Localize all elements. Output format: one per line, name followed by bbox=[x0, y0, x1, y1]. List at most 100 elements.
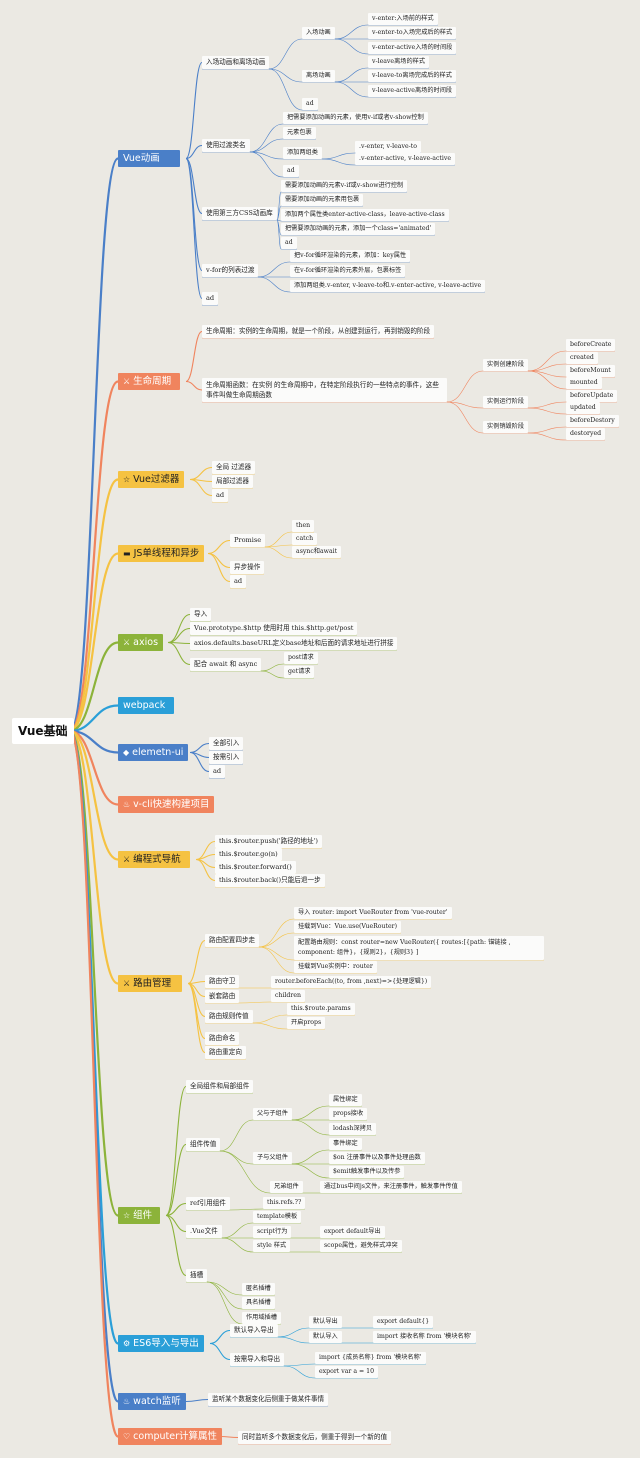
branch-webpack[interactable]: webpack bbox=[118, 697, 174, 714]
item-v-for-key[interactable]: 把v-for循环渲染的元素，添加：key属性 bbox=[290, 250, 411, 262]
topic-ad[interactable]: ad bbox=[202, 292, 219, 305]
item-item[interactable]: 添加两组类 bbox=[283, 147, 322, 159]
item-props[interactable]: props接收 bbox=[329, 1108, 368, 1120]
item-class-animated[interactable]: 把需要添加动画的元素，添加一个class='animated' bbox=[281, 223, 436, 235]
topic-item[interactable]: 全局组件和局部组件 bbox=[186, 1080, 254, 1093]
item-router-import-vuerouter-from-vue-router[interactable]: 导入 router: import VueRouter from 'vue-ro… bbox=[294, 907, 452, 919]
item-item[interactable]: 元素包裹 bbox=[283, 127, 316, 139]
branch-item[interactable]: ⚔编程式导航 bbox=[118, 851, 190, 868]
item-v-if-v-show[interactable]: 需要添加动画的元素v-if或v-show进行控制 bbox=[281, 180, 408, 192]
topic-vue[interactable]: .Vue文件 bbox=[186, 1225, 222, 1238]
item-beforedestory[interactable]: beforeDestory bbox=[566, 415, 619, 427]
item-script[interactable]: script行为 bbox=[253, 1226, 292, 1238]
branch-es6[interactable]: ⚙ES6导入与导出 bbox=[118, 1335, 204, 1352]
item-async-await[interactable]: async和await bbox=[292, 546, 342, 558]
item-bus-js[interactable]: 通过bus中间js文件，来注册事件，触发事件传值 bbox=[320, 1181, 462, 1193]
item-v-enter-v-leave-to[interactable]: .v-enter, v-leave-to bbox=[355, 141, 421, 153]
item-item[interactable]: 入场动画 bbox=[302, 27, 335, 39]
item-item[interactable]: 需要添加动画的元素用包裹 bbox=[281, 194, 364, 206]
item-import-from[interactable]: import {成员名称} from '模块名称' bbox=[315, 1352, 426, 1364]
item-ad[interactable]: ad bbox=[302, 98, 318, 110]
item-enter-active-class-leave-active-class[interactable]: 添加两个属性类enter-active-class，leave-active-c… bbox=[281, 209, 449, 221]
item-item[interactable]: 子与父组件 bbox=[253, 1152, 292, 1164]
item-on[interactable]: $on 注册事件以及事件处理函数 bbox=[329, 1152, 425, 1164]
item-item[interactable]: 离场动画 bbox=[302, 70, 335, 82]
topic-item[interactable]: 同时监听多个数据变化后，侧重于得到一个新的值 bbox=[238, 1431, 392, 1444]
item-beforeupdate[interactable]: beforeUpdate bbox=[566, 390, 618, 402]
root-node[interactable]: Vue基础 bbox=[12, 718, 74, 744]
item-item[interactable]: 实例运行阶段 bbox=[483, 396, 529, 408]
item-v-enter-v-leave-to-v-enter-active-v-leave-active[interactable]: 添加两组类.v-enter, v-leave-to和.v-enter-activ… bbox=[290, 280, 486, 292]
topic-item[interactable]: 监听某个数据变化后侧重于做某件事情 bbox=[208, 1393, 329, 1406]
item-vue-router[interactable]: 挂载到Vue实例中：router bbox=[294, 961, 377, 973]
topic-item[interactable]: 入场动画和离场动画 bbox=[202, 56, 270, 69]
item-export-default[interactable]: export default导出 bbox=[320, 1226, 385, 1238]
branch-v-cli[interactable]: ♨v-cli快速构建项目 bbox=[118, 796, 215, 813]
item-v-enter[interactable]: v-enter:入场前的样式 bbox=[368, 13, 438, 25]
topic-this-router-back[interactable]: this.$router.back()只能后退一步 bbox=[215, 874, 325, 887]
item-v-enter-active[interactable]: v-enter-active入场的时间段 bbox=[368, 42, 457, 54]
item-v-enter-active-v-leave-active[interactable]: .v-enter-active, v-leave-active bbox=[355, 153, 456, 165]
item-lodash[interactable]: lodash深拷贝 bbox=[329, 1123, 377, 1135]
item-this-route-params[interactable]: this.$route.params bbox=[287, 1003, 355, 1015]
branch-item[interactable]: ☆组件 bbox=[118, 1207, 160, 1224]
topic-item[interactable]: 导入 bbox=[190, 608, 212, 621]
topic-item[interactable]: 默认导入导出 bbox=[230, 1324, 278, 1337]
topic-item[interactable]: 生命周期函数：在实例 的生命周期中，在特定阶段执行的一些特点的事件，这些事件叫做… bbox=[202, 378, 447, 402]
topic-item[interactable]: 路由重定向 bbox=[205, 1046, 246, 1059]
item-post[interactable]: post请求 bbox=[284, 652, 318, 664]
topic-this-router-push[interactable]: this.$router.push('路径的地址') bbox=[215, 835, 322, 848]
item-v-for[interactable]: 在v-for循环渲染的元素外层，包裹标签 bbox=[290, 265, 406, 277]
item-item[interactable]: 具名插槽 bbox=[242, 1297, 275, 1309]
item-beforemount[interactable]: beforeMount bbox=[566, 365, 615, 377]
item-v-leave[interactable]: v-leave离场的样式 bbox=[368, 56, 430, 68]
item-style[interactable]: style 样式 bbox=[253, 1240, 291, 1252]
topic-item[interactable]: 路由守卫 bbox=[205, 975, 240, 988]
item-item[interactable]: 实例销毁阶段 bbox=[483, 421, 529, 433]
branch-watch[interactable]: ♨watch监听 bbox=[118, 1393, 186, 1410]
topic-ad[interactable]: ad bbox=[230, 575, 247, 588]
item-item[interactable]: 父与子组件 bbox=[253, 1108, 292, 1120]
item-v-if-v-show[interactable]: 把需要添加动画的元素，使用v-if或者v-show控制 bbox=[283, 112, 428, 124]
topic-item[interactable]: 使用过渡类名 bbox=[202, 139, 250, 152]
item-router-beforeeach-to-from-next[interactable]: router.beforeEach((to, from ,next)=>{处理逻… bbox=[271, 976, 432, 988]
topic-item[interactable]: 异步操作 bbox=[230, 561, 265, 574]
item-children[interactable]: children bbox=[271, 990, 305, 1002]
item-then[interactable]: then bbox=[292, 520, 315, 532]
item-props[interactable]: 开启props bbox=[287, 1017, 326, 1029]
item-catch[interactable]: catch bbox=[292, 533, 318, 545]
topic-item[interactable]: 路由命名 bbox=[205, 1032, 240, 1045]
topic-item[interactable]: 全部引入 bbox=[209, 737, 244, 750]
branch-item[interactable]: ⚔生命周期 bbox=[118, 373, 180, 390]
item-export-var-a-10[interactable]: export var a = 10 bbox=[315, 1366, 379, 1378]
topic-axios-defaults-baseurl-base[interactable]: axios.defaults.baseURL定义base地址和后面的请求地址进行… bbox=[190, 637, 398, 650]
item-v-leave-active[interactable]: v-leave-active离场的时间段 bbox=[368, 85, 457, 97]
item-item[interactable]: 默认导出 bbox=[309, 1316, 342, 1328]
item-ad[interactable]: ad bbox=[283, 165, 299, 177]
item-mounted[interactable]: mounted bbox=[566, 377, 602, 389]
topic-this-router-forward[interactable]: this.$router.forward() bbox=[215, 861, 296, 874]
branch-vue[interactable]: ☆Vue过滤器 bbox=[118, 471, 185, 488]
item-vue-vue-use-vuerouter[interactable]: 挂载到Vue：Vue.use(VueRouter) bbox=[294, 921, 401, 933]
topic-promise[interactable]: Promise bbox=[230, 534, 266, 547]
item-updated[interactable]: updated bbox=[566, 402, 600, 414]
topic-await-async[interactable]: 配合 await 和 async bbox=[190, 658, 262, 671]
topic-v-for[interactable]: v-for的列表过渡 bbox=[202, 264, 259, 277]
item-this-refs[interactable]: this.refs.?? bbox=[263, 1197, 306, 1209]
topic-item[interactable]: 局部过滤器 bbox=[212, 475, 253, 488]
item-item[interactable]: 匿名插槽 bbox=[242, 1283, 275, 1295]
topic-item[interactable]: 路由配置四步走 bbox=[205, 934, 260, 947]
topic-item[interactable]: 按需引入 bbox=[209, 751, 244, 764]
item-export-default[interactable]: export default{} bbox=[373, 1316, 434, 1328]
topic-css[interactable]: 使用第三方CSS动画库 bbox=[202, 207, 277, 220]
item-beforecreate[interactable]: beforeCreate bbox=[566, 339, 616, 351]
topic-ad[interactable]: ad bbox=[209, 765, 226, 778]
topic-ref[interactable]: ref引用组件 bbox=[186, 1197, 230, 1210]
item-item[interactable]: 属性绑定 bbox=[329, 1094, 362, 1106]
item-item[interactable]: 兄弟组件 bbox=[270, 1181, 303, 1193]
topic-item[interactable]: 生命周期：实例的生命周期，就是一个阶段，从创建到运行，再到销毁的阶段 bbox=[202, 325, 435, 338]
item-scope[interactable]: scope属性，避免样式冲突 bbox=[320, 1240, 402, 1252]
topic-item[interactable]: 按需导入和导出 bbox=[230, 1353, 285, 1366]
topic-item[interactable]: 路由规则传值 bbox=[205, 1010, 253, 1023]
item-item[interactable]: 默认导入 bbox=[309, 1331, 342, 1343]
